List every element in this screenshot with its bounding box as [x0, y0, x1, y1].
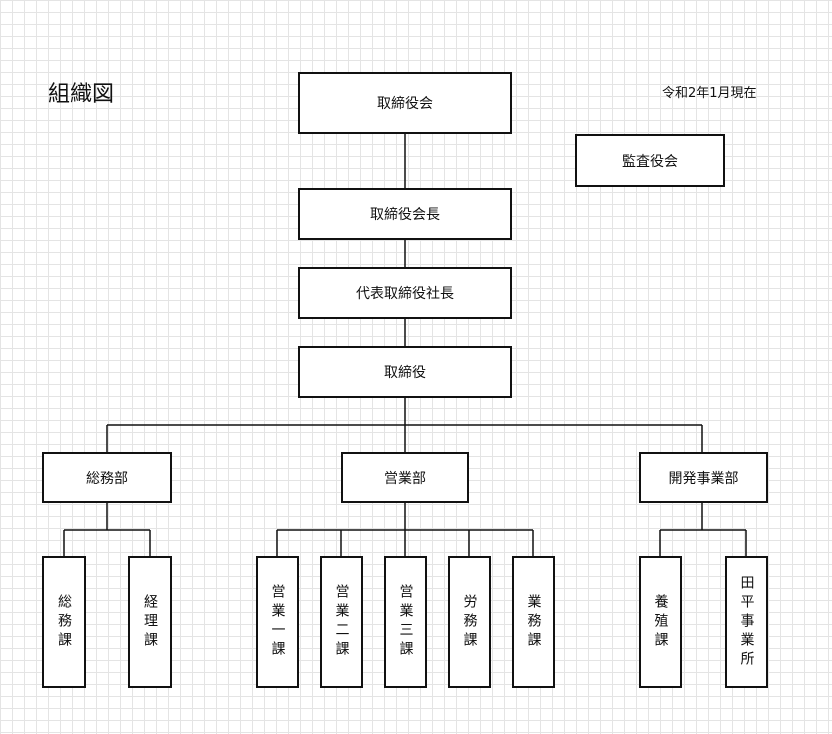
development-dept-label: 開発事業部: [668, 470, 739, 487]
president-box: 代表取締役社長: [298, 267, 512, 319]
sales-section-3-label: 営業三課: [397, 584, 414, 660]
directors-box: 取締役: [298, 346, 512, 398]
labor-section-label: 労務課: [461, 593, 478, 651]
development-dept-box: 開発事業部: [639, 452, 768, 503]
sales-section-3-box: 営業三課: [384, 556, 427, 688]
general-affairs-section-box: 総務課: [42, 556, 86, 688]
board-of-directors-box: 取締役会: [298, 72, 512, 134]
chairman-label: 取締役会長: [370, 207, 440, 223]
accounting-section-label: 経理課: [142, 593, 158, 651]
aquaculture-section-box: 養殖課: [639, 556, 682, 688]
labor-section-box: 労務課: [448, 556, 491, 688]
sales-section-2-label: 営業二課: [333, 584, 350, 660]
president-label: 代表取締役社長: [356, 286, 454, 302]
general-affairs-dept-box: 総務部: [42, 452, 172, 503]
chairman-box: 取締役会長: [298, 188, 512, 240]
business-section-box: 業務課: [512, 556, 555, 688]
aquaculture-section-label: 養殖課: [652, 593, 669, 651]
general-affairs-section-label: 総務課: [56, 593, 72, 651]
sales-section-1-label: 営業一課: [269, 584, 286, 660]
audit-board-label: 監査役会: [622, 153, 678, 170]
audit-board-box: 監査役会: [575, 134, 725, 187]
tahira-office-box: 田平事業所: [725, 556, 768, 688]
page-title: 組織図: [48, 82, 115, 107]
business-section-label: 業務課: [525, 593, 542, 651]
board-of-directors-label: 取締役会: [377, 96, 433, 112]
sales-dept-label: 営業部: [384, 470, 426, 487]
sales-dept-box: 営業部: [341, 452, 469, 503]
general-affairs-dept-label: 総務部: [86, 470, 128, 487]
date-label: 令和2年1月現在: [662, 86, 757, 101]
tahira-office-label: 田平事業所: [738, 574, 755, 670]
sales-section-1-box: 営業一課: [256, 556, 299, 688]
directors-label: 取締役: [384, 365, 426, 381]
sales-section-2-box: 営業二課: [320, 556, 363, 688]
accounting-section-box: 経理課: [128, 556, 172, 688]
